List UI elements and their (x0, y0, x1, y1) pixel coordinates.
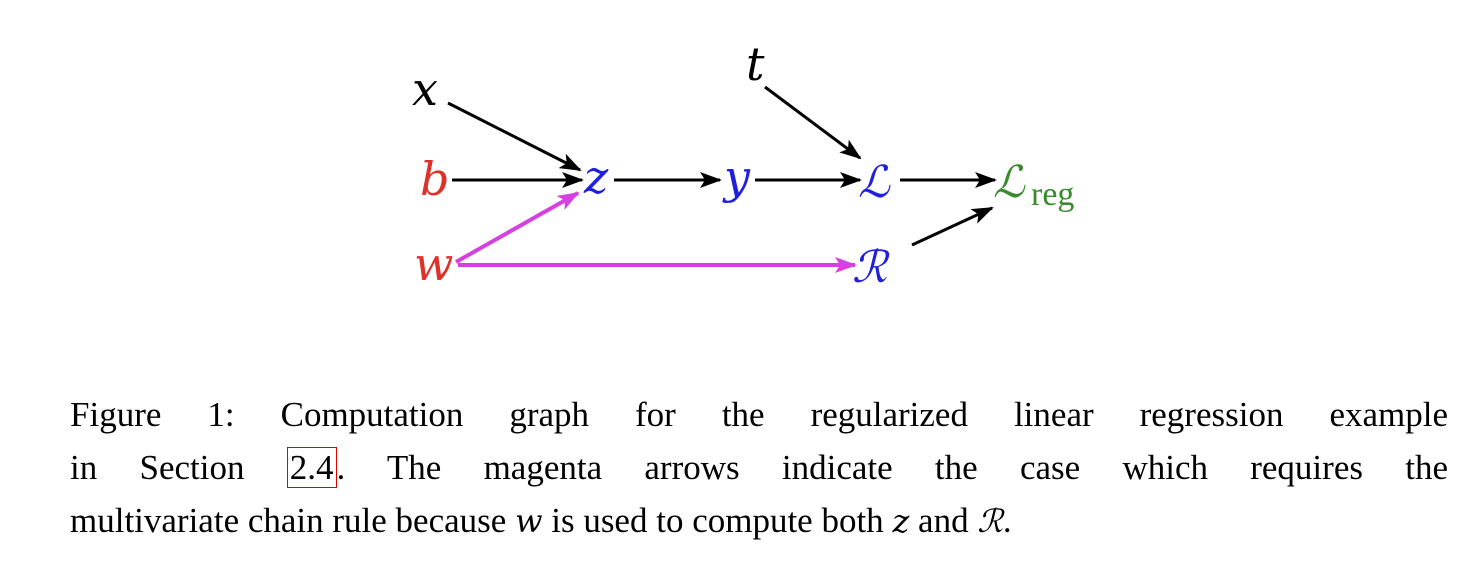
edge-x-to-z (447, 101, 582, 172)
node-x: x (412, 62, 438, 116)
caption-var-w: w (515, 502, 543, 540)
caption-var-R: ℛ (977, 502, 1003, 540)
caption-var-z: z (892, 502, 910, 540)
caption-line-3-and: and (918, 501, 969, 540)
node-t: t (746, 37, 765, 91)
node-L: ℒ (858, 157, 891, 208)
computation-graph: x t b w z y ℒ ℛ ℒ reg (412, 37, 1074, 293)
node-z: z (583, 150, 609, 204)
node-b: b (420, 152, 449, 206)
caption-line-1-text: Computation graph for the regularized li… (280, 395, 1448, 434)
section-ref-link[interactable]: 2.4 (286, 447, 337, 488)
caption-line-3-end: . (1002, 501, 1012, 540)
figure-caption: Figure 1: Computation graph for the regu… (70, 388, 1448, 548)
node-R: ℛ (852, 242, 890, 293)
caption-line-2-pre: in Section (70, 448, 245, 487)
node-Lreg: ℒ (993, 157, 1026, 208)
caption-line-3: multivariate chain rule because w is use… (70, 494, 1448, 548)
figure-label: Figure 1: (70, 395, 235, 434)
caption-line-2: in Section 2.4. The magenta arrows indic… (70, 441, 1448, 494)
node-y: y (722, 150, 751, 204)
node-Lreg-subscript: reg (1031, 176, 1074, 213)
edge-R-to-Lreg (911, 206, 994, 247)
node-w: w (414, 237, 453, 291)
caption-line-3-mid: is used to compute both (551, 501, 884, 540)
caption-line-3-pre: multivariate chain rule because (70, 501, 507, 540)
edge-t-to-L (764, 85, 862, 160)
caption-line-2-post: . The magenta arrows indicate the case w… (336, 448, 1449, 487)
edge-w-to-z (455, 191, 580, 264)
caption-line-1: Figure 1: Computation graph for the regu… (70, 388, 1448, 441)
